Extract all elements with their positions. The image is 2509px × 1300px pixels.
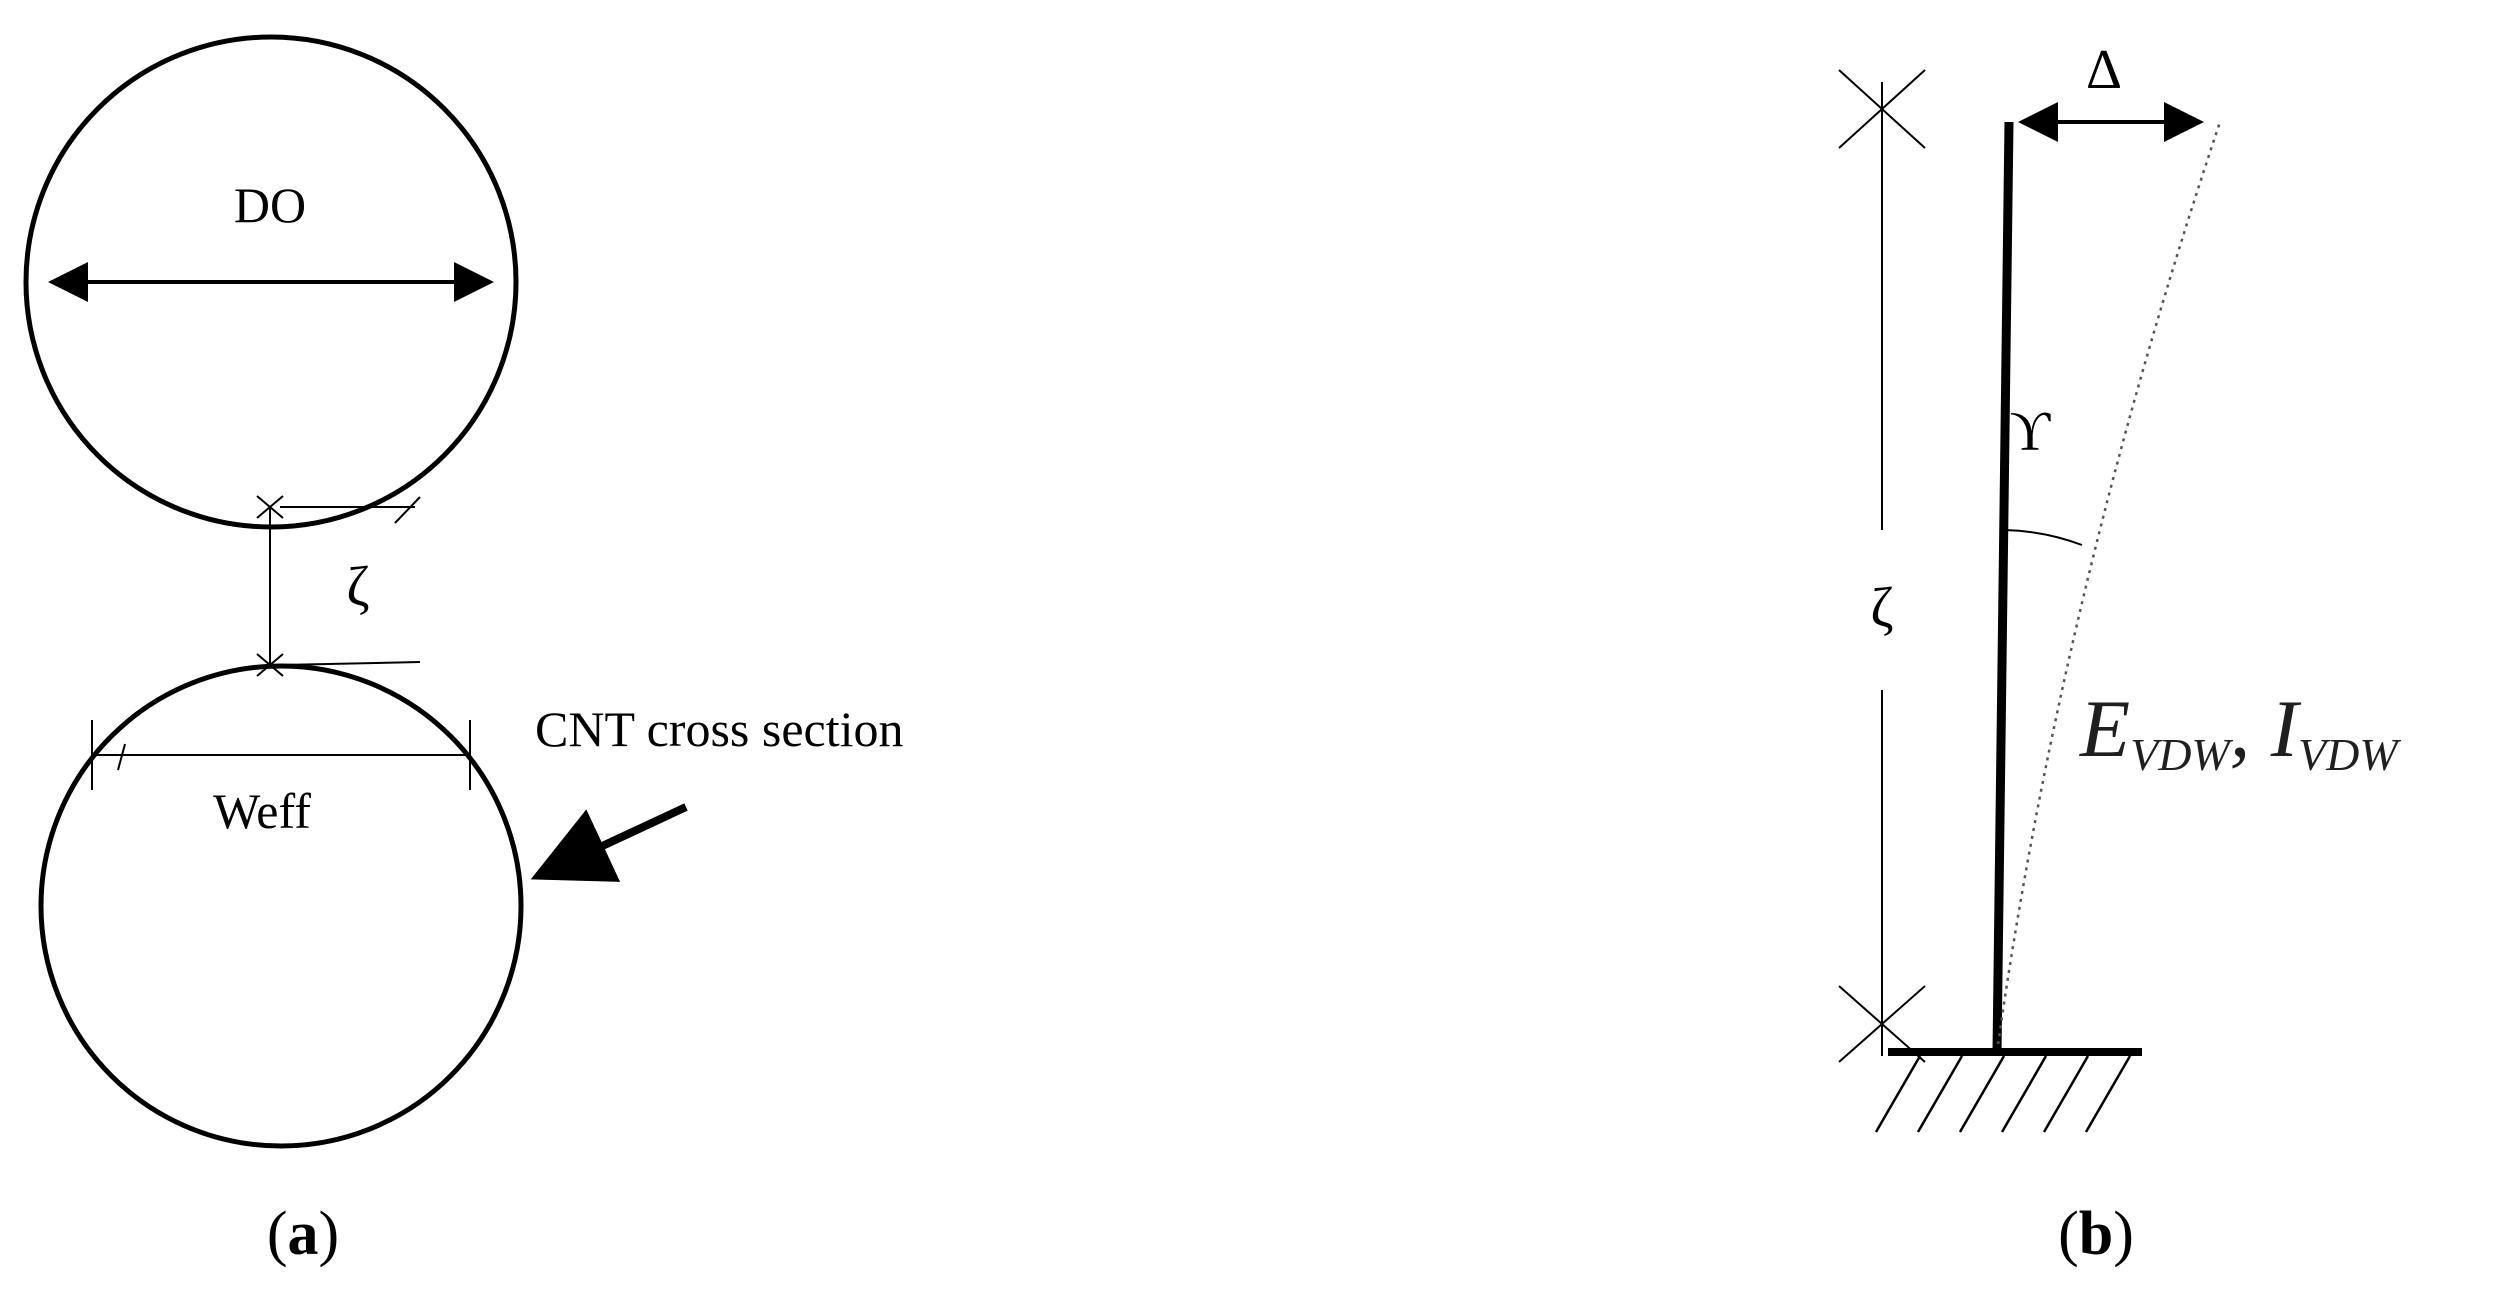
weff-dimension: [91, 720, 471, 790]
panel-b: ζ ϒ Δ EVDW, IVDW (b): [1838, 39, 2401, 1268]
deflection-delta-label: Δ: [2086, 39, 2122, 101]
weff-label: Weff: [213, 783, 311, 839]
do-label: DO: [234, 177, 306, 233]
gap-dimension: [256, 495, 421, 677]
rotation-angle-arc: [2004, 529, 2083, 546]
vdw-column: [1992, 121, 2014, 1053]
deflected-shape: [1995, 121, 2222, 1053]
stiffness-label: EVDW, IVDW: [2079, 683, 2401, 780]
cnt-pointer-arrow: [530, 803, 688, 882]
bottom-cnt-circle: [38, 663, 524, 1149]
length-zeta-label: ζ: [1870, 577, 1893, 639]
gap-zeta-label: ζ: [346, 556, 369, 618]
panel-a: DO ζ Weff CNT cross section (a): [23, 34, 903, 1268]
cnt-cross-section-label: CNT cross section: [535, 701, 903, 757]
caption-b: (b): [2058, 1200, 2134, 1268]
caption-a: (a): [267, 1200, 339, 1268]
fixed-support-hatching: [1874, 1055, 2132, 1133]
rotation-angle-label: ϒ: [2010, 401, 2051, 463]
zeta-label-gap: [1862, 530, 1902, 690]
